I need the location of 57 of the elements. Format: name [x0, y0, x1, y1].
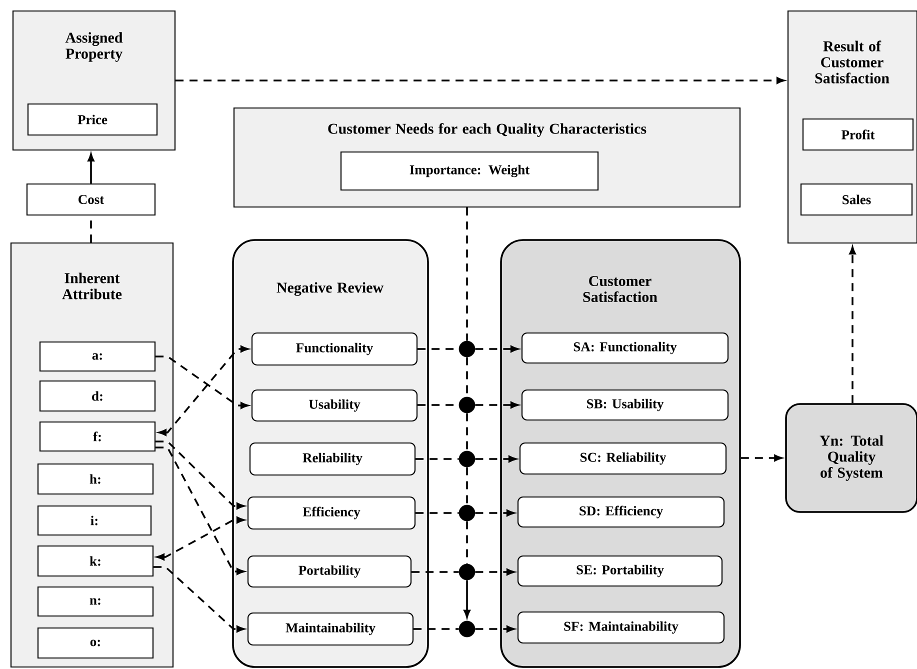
- review-box: Reliability: [249, 442, 416, 476]
- arrow: [156, 446, 245, 575]
- arrow: [156, 516, 245, 560]
- junction-dot: [458, 340, 476, 358]
- connector-line: [466, 467, 468, 505]
- arrow: [475, 626, 515, 632]
- attribute-box: f:: [39, 421, 156, 452]
- price-box: Price: [27, 103, 158, 136]
- connector-line: [466, 521, 468, 564]
- attribute-box: a:: [39, 341, 156, 372]
- junction-dot: [458, 564, 476, 580]
- connector-line: [466, 413, 468, 451]
- arrow: [475, 568, 515, 576]
- arrow: [475, 456, 517, 462]
- review-box: Functionality: [251, 332, 418, 366]
- profit-box: Profit: [802, 118, 914, 151]
- cost-box: Cost: [26, 183, 156, 216]
- satisfaction-box: SA: Functionality: [521, 332, 729, 364]
- junction-dot: [458, 396, 476, 414]
- arrow: [88, 153, 94, 184]
- arrow: [464, 580, 470, 618]
- arrow: [475, 346, 519, 352]
- arrow: [475, 510, 515, 516]
- satisfaction-box: SC: Reliability: [519, 442, 727, 475]
- attribute-box: h:: [37, 463, 154, 495]
- junction-dot: [458, 620, 476, 638]
- arrow: [154, 566, 245, 632]
- arrow: [475, 402, 519, 408]
- attribute-box: k:: [37, 545, 154, 577]
- review-box: Portability: [247, 555, 412, 588]
- total-quality-box: Yn: Total Quality of System: [785, 403, 917, 513]
- satisfaction-box: SE: Portability: [517, 555, 723, 587]
- connector-line: [416, 512, 459, 514]
- weight-box: Importance: Weight: [340, 151, 599, 191]
- satisfaction-box: SD: Efficiency: [517, 496, 725, 528]
- attribute-box: d:: [39, 380, 156, 412]
- arrow: [158, 346, 249, 436]
- arrow: [176, 77, 785, 84]
- attribute-box: i:: [37, 505, 152, 536]
- arrow: [156, 356, 249, 409]
- junction-dot: [458, 504, 476, 522]
- arrow: [849, 246, 856, 404]
- arrow: [740, 454, 782, 462]
- arrow: [156, 440, 245, 510]
- connector-line: [412, 571, 459, 573]
- connector-line: [416, 458, 459, 460]
- connector-line: [414, 628, 459, 630]
- attribute-box: n:: [37, 586, 154, 617]
- review-box: Efficiency: [247, 496, 416, 530]
- satisfaction-box: SB: Usability: [521, 389, 729, 421]
- junction-dot: [458, 450, 476, 468]
- sales-box: Sales: [800, 183, 913, 216]
- attribute-box: o:: [37, 627, 154, 659]
- satisfaction-box: SF: Maintainability: [517, 611, 725, 644]
- connector-line: [466, 208, 468, 341]
- review-box: Maintainability: [247, 612, 414, 646]
- review-box: Usability: [251, 389, 418, 422]
